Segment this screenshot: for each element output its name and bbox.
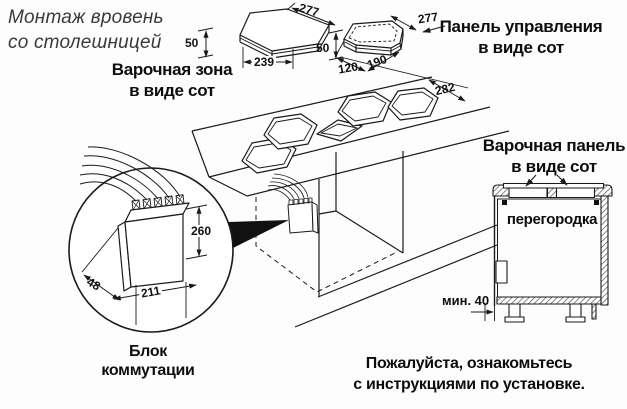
cabinet-cross-section-drawing [471, 174, 613, 323]
dim-block-width: 211 [138, 283, 164, 301]
label-switch-block-line2: коммутации [101, 362, 195, 379]
label-cooking-zone-line1: Варочная зона [111, 60, 233, 79]
label-switch-block: Блок коммутации [88, 342, 208, 380]
dim-zone-front: 239 [252, 55, 277, 69]
installation-note-line1: Пожалуйста, ознакомьтесь [365, 355, 573, 372]
page-title-line2: со столешницей [8, 32, 162, 53]
label-switch-block-line1: Блок [128, 343, 168, 360]
installation-note: Пожалуйста, ознакомьтесь с инструкциями … [330, 353, 608, 395]
page-title: Монтаж вровень со столешницей [8, 5, 164, 55]
cabinet-drawing [255, 151, 498, 328]
dim-panel-depth: 120 [336, 59, 360, 77]
control-panel-drawing [328, 15, 469, 89]
dim-block-height: 260 [189, 224, 214, 238]
label-control-panel: Панель управления в виде сот [437, 16, 605, 58]
dim-panel-height: 50 [316, 41, 330, 55]
label-hob-panel-line2: в виде сот [511, 157, 597, 176]
switch-block-on-wall [228, 173, 319, 248]
label-hob-panel: Варочная панель в виде сот [480, 135, 627, 177]
detail-pointer [228, 220, 289, 248]
label-control-panel-line1: Панель управления [439, 17, 603, 36]
installation-note-line2: с инструкциями по установке. [353, 376, 585, 393]
label-control-panel-line2: в виде сот [478, 38, 564, 57]
label-cooking-zone: Варочная зона в виде сот [110, 59, 234, 101]
label-cooking-zone-line2: в виде сот [129, 81, 215, 100]
label-hob-panel-line1: Варочная панель [482, 136, 626, 155]
label-partition: перегородка [506, 211, 598, 228]
label-min-clearance: мин. 40 [442, 293, 490, 308]
worktop-drawing [191, 76, 510, 197]
dim-panel-diagonal: 277 [417, 9, 439, 27]
control-panel-leader [422, 25, 446, 33]
page-title-line1: Монтаж вровень [8, 7, 164, 28]
switch-block-detail-drawing [68, 146, 234, 333]
honeycomb-cutouts [241, 87, 439, 174]
dim-zone-height: 50 [185, 36, 199, 50]
